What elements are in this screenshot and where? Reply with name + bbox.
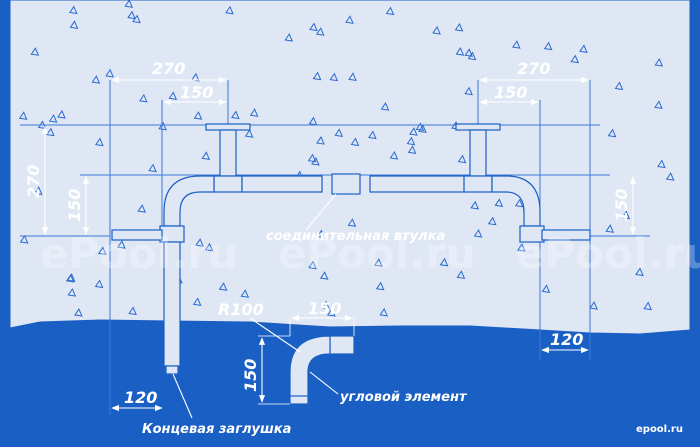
- elbow-detail: [289, 335, 355, 405]
- dim-detail-radius: R100: [218, 300, 264, 319]
- dim-bottom-left-120: 120: [124, 388, 157, 407]
- label-coupling: соединительная втулка: [266, 229, 445, 244]
- brand-logo-text: epool.ru: [636, 424, 683, 435]
- dim-left-270: 270: [152, 59, 185, 78]
- dim-detail-150-vertical: 150: [241, 359, 260, 392]
- label-elbow: угловой элемент: [340, 390, 468, 405]
- dim-right-270: 270: [517, 59, 550, 78]
- dim-left-vertical-270: 270: [24, 165, 43, 198]
- dim-left-vertical-150: 150: [65, 189, 84, 222]
- right-pipe-assembly: [369, 123, 591, 243]
- watermark-left: ePool.ru: [40, 229, 238, 278]
- watermark-center: ePool.ru: [278, 229, 476, 278]
- dim-right-vertical-150: 150: [612, 189, 631, 222]
- label-end-cap: Концевая заглушка: [142, 422, 291, 437]
- dim-bottom-right-120: 120: [550, 330, 583, 349]
- dim-detail-150-horizontal: 150: [308, 299, 341, 318]
- dim-right-150: 150: [494, 83, 527, 102]
- concrete-wall: [9, 0, 691, 335]
- dimension-lines: [41, 76, 637, 419]
- coupling-sleeve: [331, 173, 361, 195]
- left-pipe-assembly: [111, 123, 323, 375]
- watermark-right: ePool.ru: [516, 229, 700, 278]
- dim-left-150: 150: [180, 83, 213, 102]
